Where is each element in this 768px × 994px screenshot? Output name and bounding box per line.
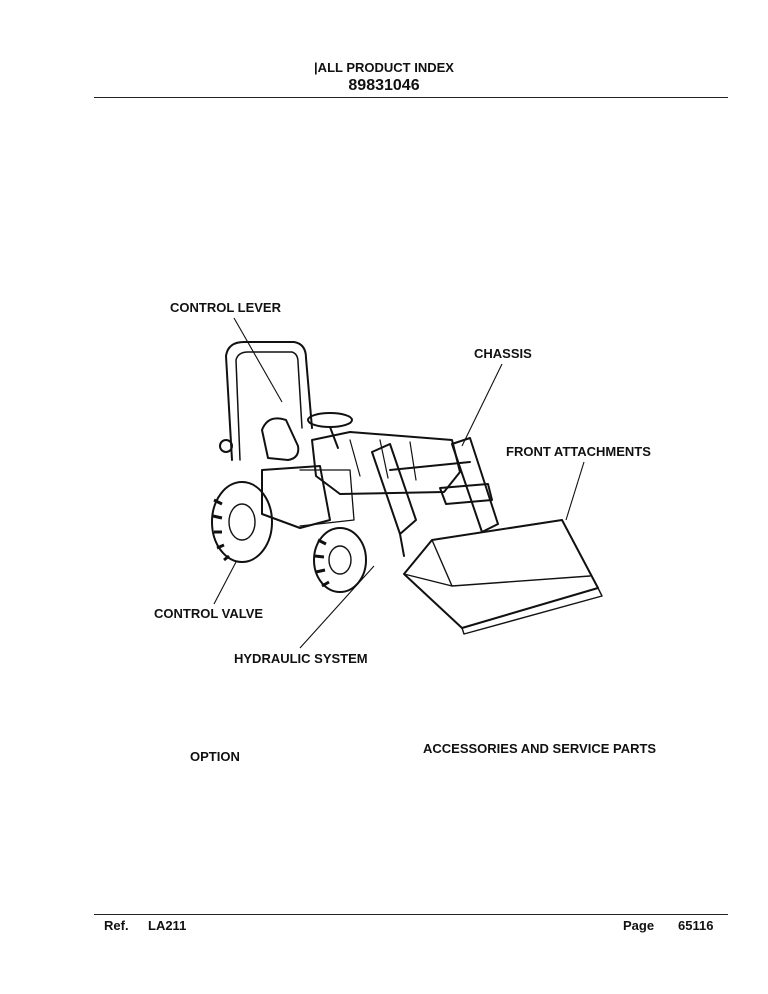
label-option: OPTION [190, 749, 240, 764]
index-number: 89831046 [348, 77, 420, 94]
page-label: Page [623, 918, 655, 933]
ref-value: LA211 [148, 918, 187, 933]
page-number: 65116 [678, 918, 714, 933]
index-title: |ALL PRODUCT INDEX [314, 60, 454, 75]
footer-rule [94, 914, 728, 915]
header-rule [94, 97, 728, 98]
ref-label: Ref. [104, 918, 129, 933]
label-front-attachments: FRONT ATTACHMENTS [506, 444, 651, 459]
label-accessories: ACCESSORIES AND SERVICE PARTS [423, 741, 657, 756]
label-chassis: CHASSIS [474, 346, 532, 361]
label-control-lever: CONTROL LEVER [170, 300, 281, 315]
label-hydraulic-system: HYDRAULIC SYSTEM [234, 651, 368, 666]
label-control-valve: CONTROL VALVE [154, 606, 264, 621]
